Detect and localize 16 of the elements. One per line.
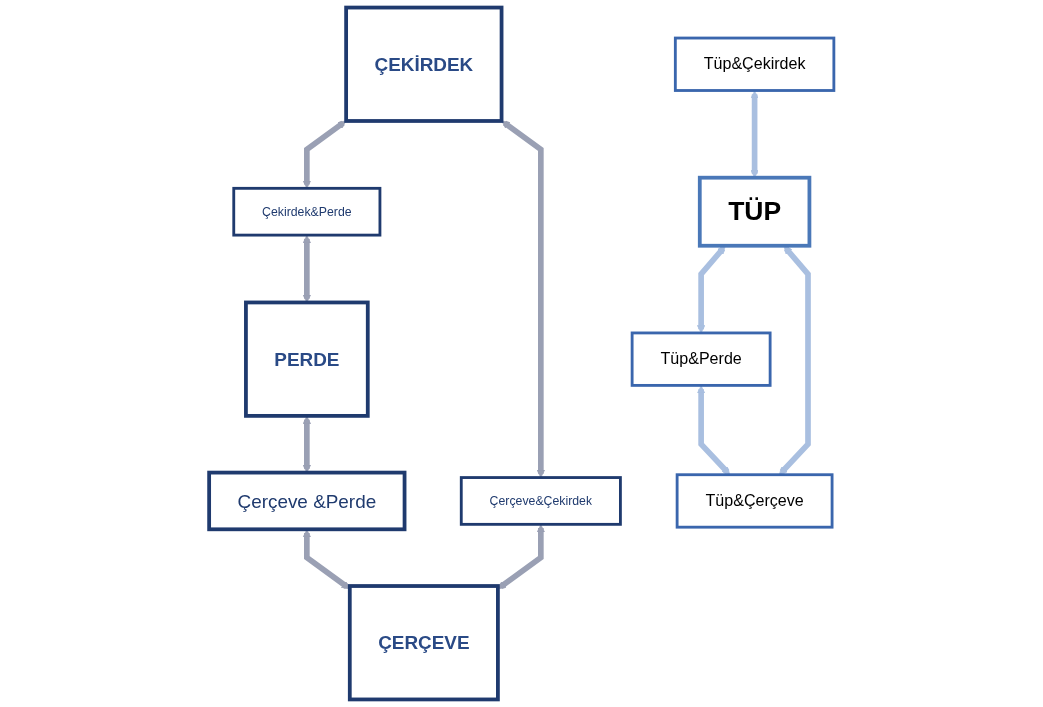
arrow <box>497 524 545 590</box>
node-box: Çerçeve &Perde <box>207 470 407 532</box>
arrow <box>302 235 311 303</box>
node-box: Çekirdek&Perde <box>232 186 382 237</box>
arrow <box>302 529 351 590</box>
arrow <box>302 415 311 473</box>
node-box: PERDE <box>244 300 370 418</box>
arrow <box>501 120 545 478</box>
node-box: Tüp&Çerçeve <box>675 473 834 529</box>
node-box: Tüp&Perde <box>630 331 772 387</box>
node-box: TÜP <box>697 175 812 248</box>
node-box: Çerçeve&Çekirdek <box>459 476 622 526</box>
node-box: Tüp&Çekirdek <box>673 36 836 92</box>
arrow <box>302 120 347 189</box>
node-box: ÇERÇEVE <box>347 584 500 702</box>
node-box: ÇEKİRDEK <box>344 5 504 123</box>
